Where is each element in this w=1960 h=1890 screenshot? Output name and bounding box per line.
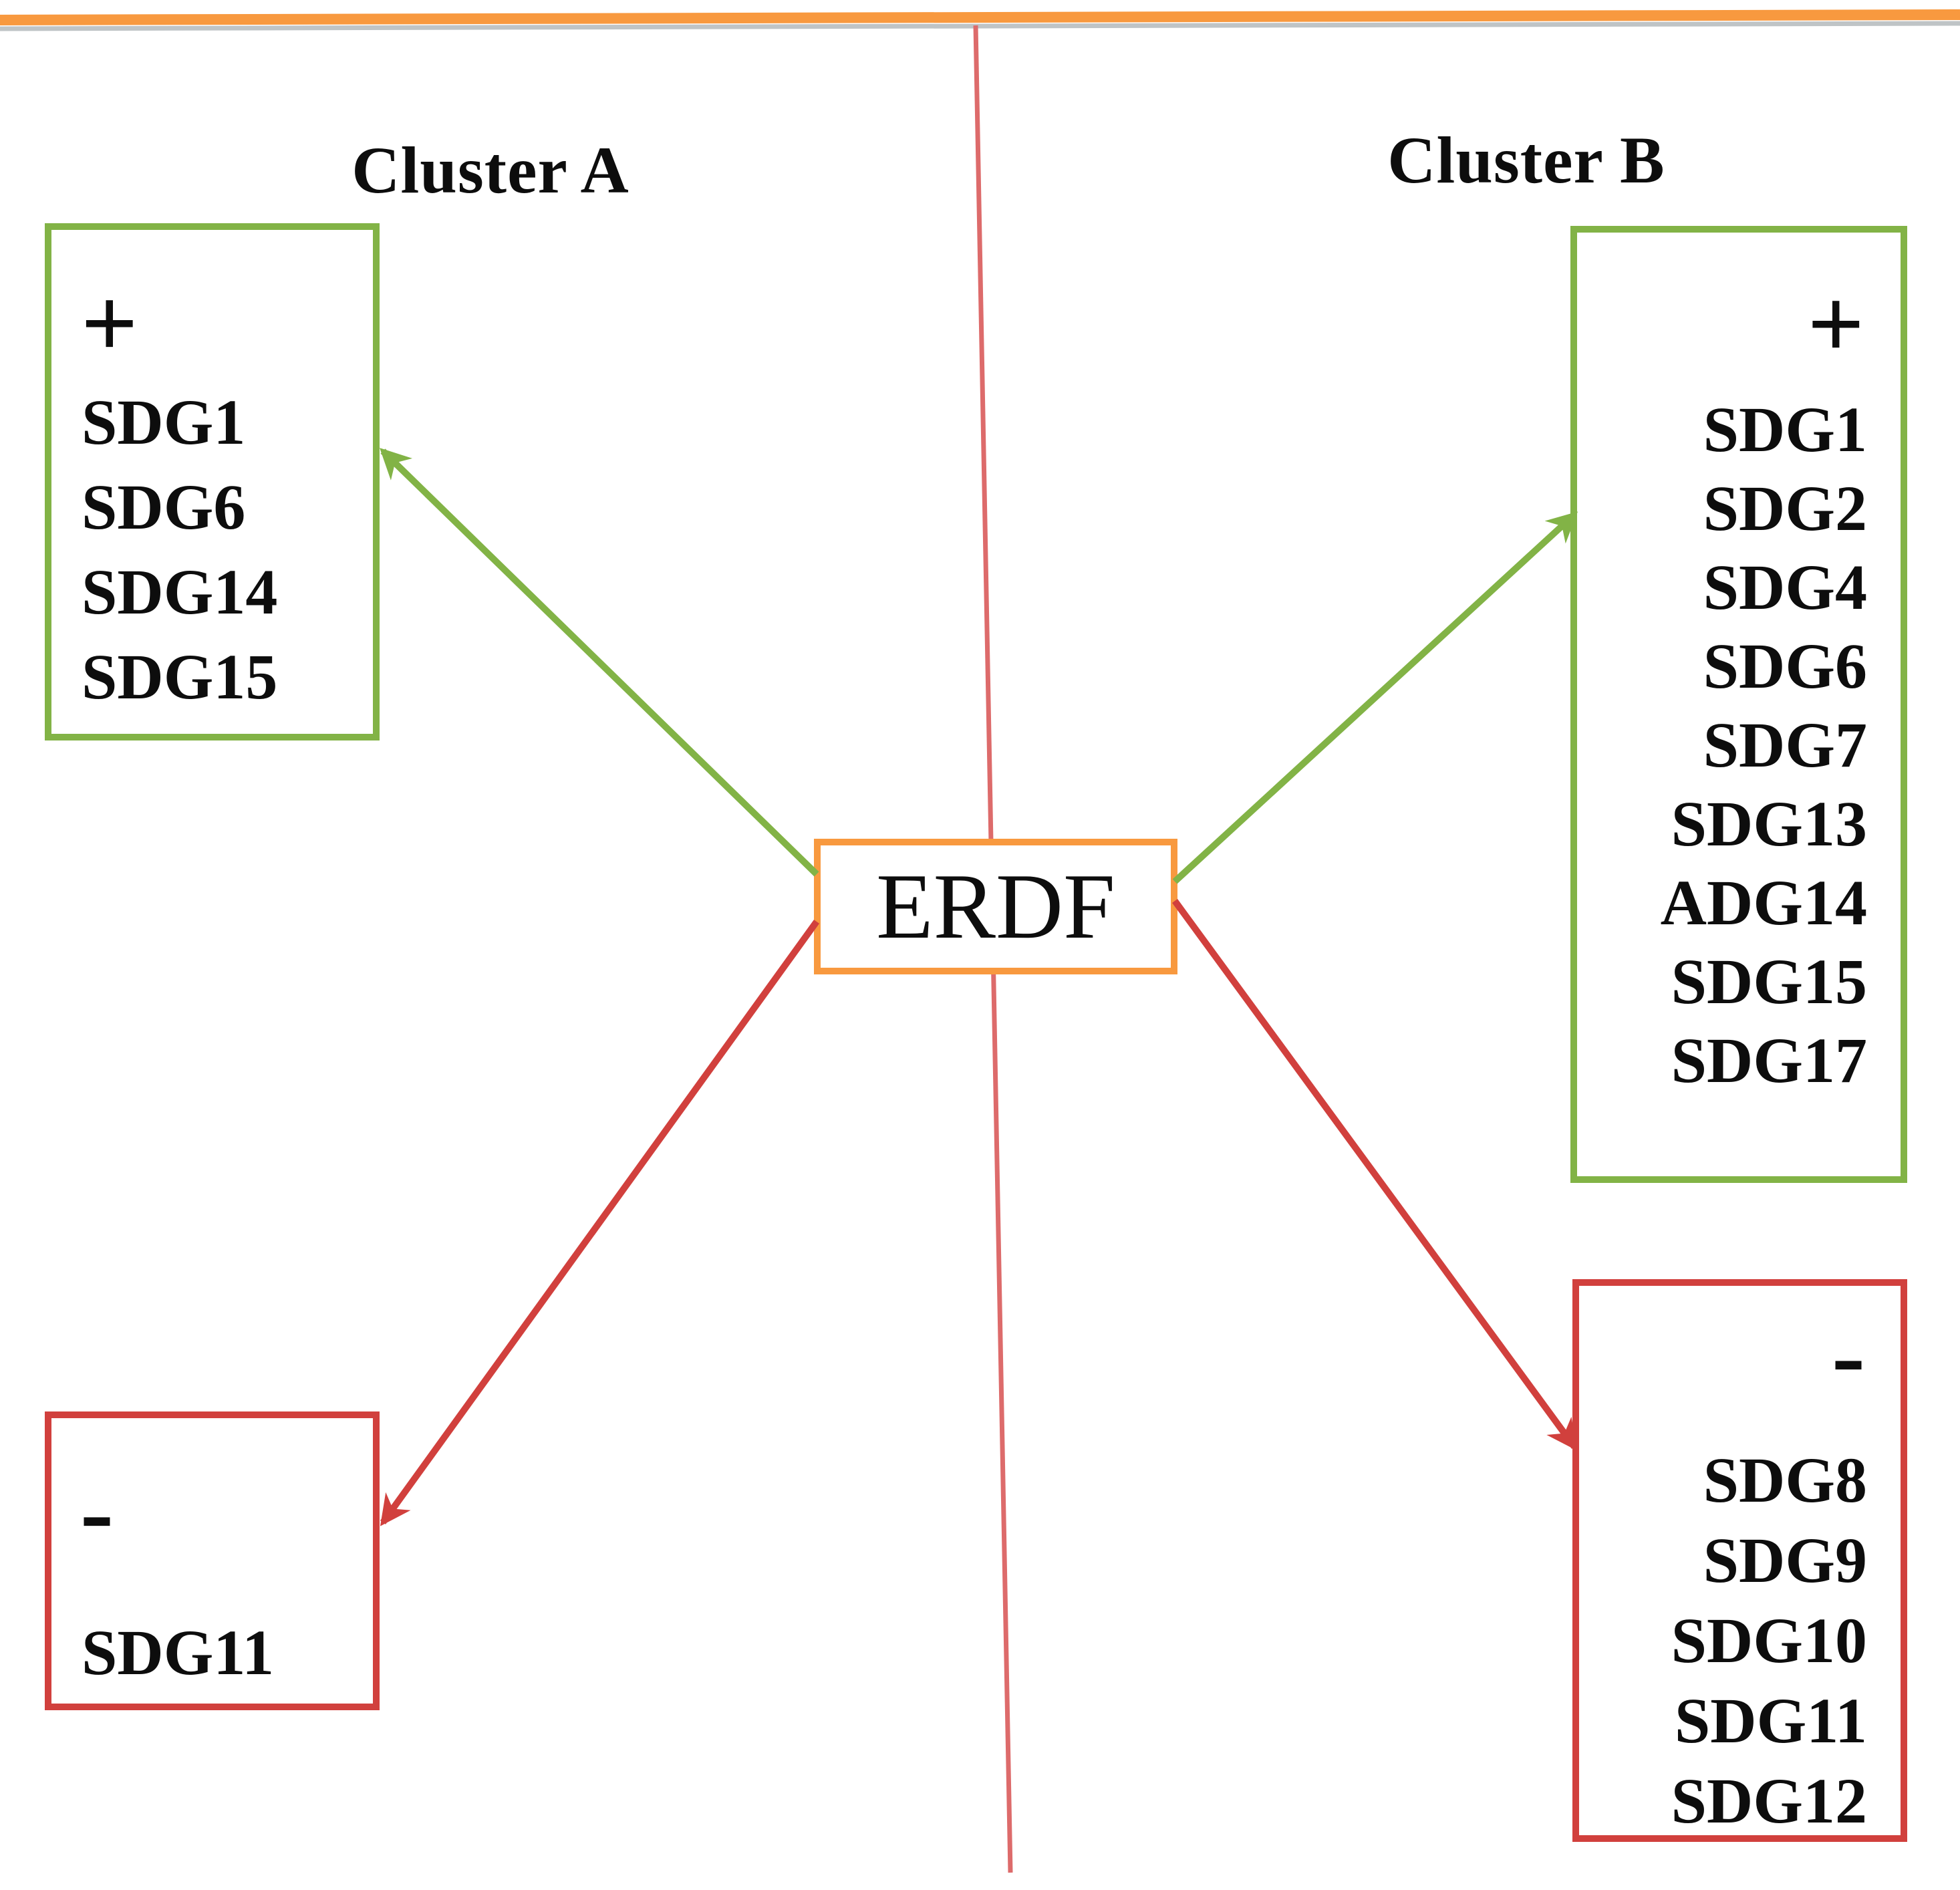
list-item: SDG1 <box>82 386 246 458</box>
cluster-b-title: Cluster B <box>1387 123 1665 197</box>
list-item: SDG17 <box>1671 1025 1867 1096</box>
sdg-list: SDG11 <box>82 1621 274 1685</box>
top-grey-shadow-rule <box>0 21 1960 31</box>
list-item: ADG14 <box>1660 867 1867 938</box>
minus-sign: - <box>80 1456 114 1567</box>
list-item: SDG12 <box>1671 1765 1867 1837</box>
plus-sign: + <box>1807 269 1864 380</box>
arrow-erdf-to-cluster-a-positive <box>380 448 819 877</box>
cluster-a-title: Cluster A <box>352 133 629 207</box>
list-item: SDG15 <box>1671 946 1867 1017</box>
list-item: SDG14 <box>82 556 278 628</box>
cluster-a-negative-box: - SDG11 <box>45 1411 380 1710</box>
arrow-erdf-to-cluster-a-negative <box>380 920 820 1526</box>
list-item: SDG6 <box>82 471 246 543</box>
list-item: SDG7 <box>1703 709 1867 781</box>
list-item: SDG10 <box>1671 1605 1867 1676</box>
arrow-erdf-to-cluster-b-positive <box>1172 511 1578 884</box>
plus-sign: + <box>81 268 138 379</box>
erdf-label: ERDF <box>876 854 1115 958</box>
list-item: SDG9 <box>1703 1524 1867 1596</box>
arrow-erdf-to-cluster-b-negative <box>1171 899 1578 1451</box>
list-item: SDG8 <box>1703 1444 1867 1516</box>
list-item: SDG4 <box>1703 551 1867 623</box>
minus-sign: - <box>1832 1300 1865 1411</box>
list-item: SDG11 <box>1674 1685 1867 1756</box>
list-item: SDG11 <box>82 1617 275 1688</box>
list-item: SDG15 <box>82 641 278 712</box>
list-item: SDG6 <box>1703 630 1867 702</box>
list-item: SDG13 <box>1671 788 1867 859</box>
erdf-node-box: ERDF <box>814 839 1177 974</box>
list-item: SDG1 <box>1703 394 1867 465</box>
list-item: SDG2 <box>1703 472 1867 544</box>
top-orange-rule <box>0 9 1960 25</box>
